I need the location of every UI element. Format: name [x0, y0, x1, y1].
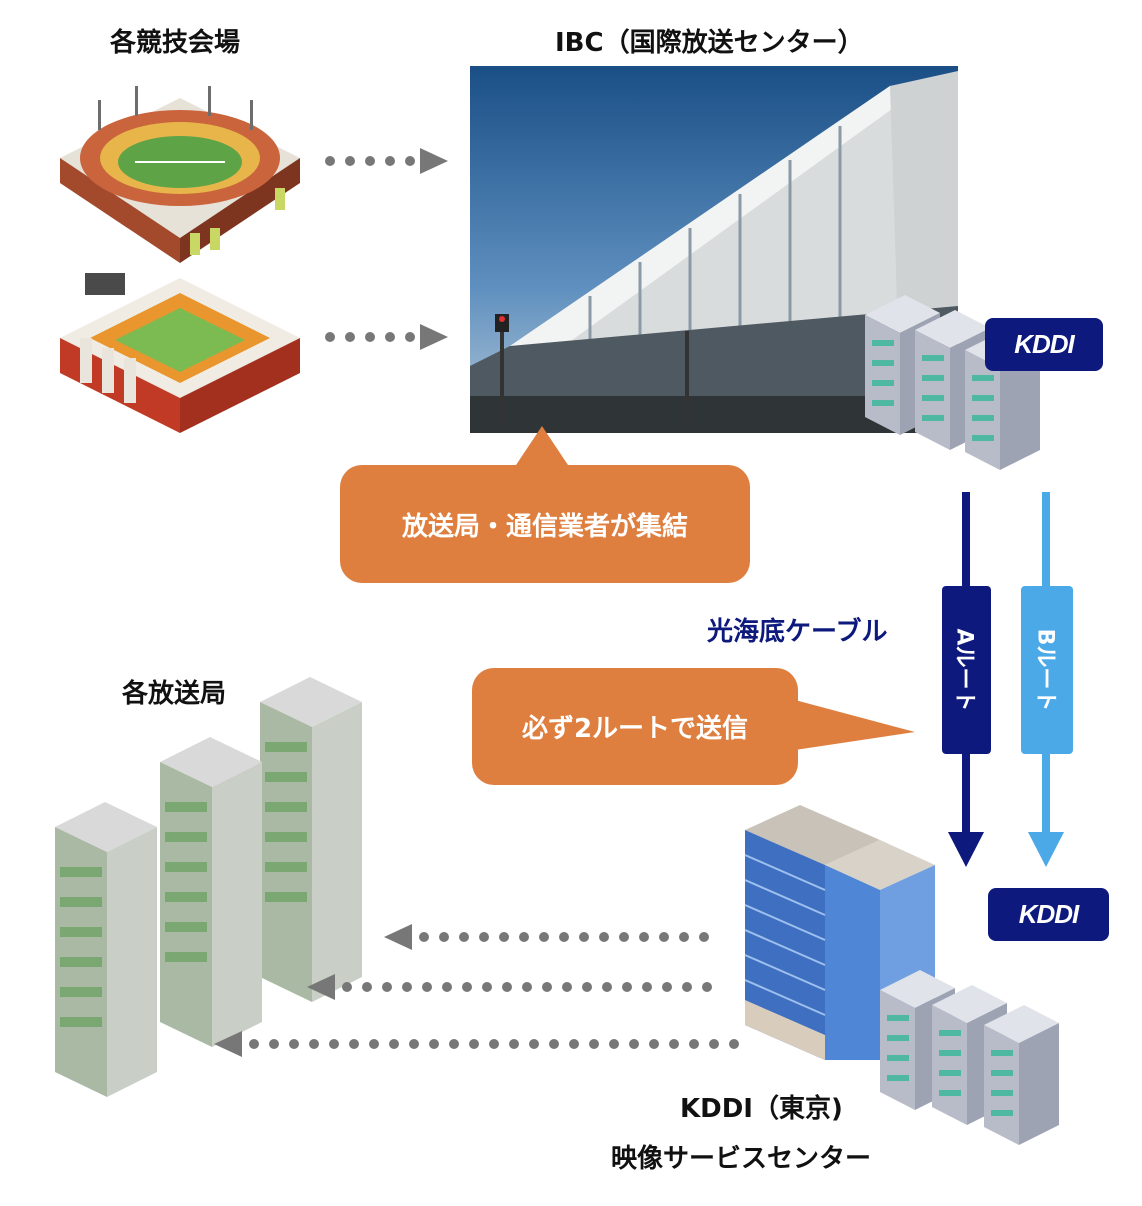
- server-racks-icon: [865, 295, 1040, 470]
- route-b-label: Bルート: [1032, 628, 1057, 712]
- broadcast-arrow-2: [307, 974, 712, 1000]
- kddi-badge-top: KDDI: [985, 318, 1103, 371]
- callout-gather: 放送局・通信業者が集結: [340, 465, 750, 583]
- venues-label: 各競技会場: [110, 28, 241, 58]
- broadcast-arrow-1: [384, 924, 709, 950]
- route-a-pill: Aルート: [942, 586, 991, 754]
- route-b-pill: Bルート: [1021, 586, 1073, 754]
- route-a-label: Aルート: [951, 628, 977, 712]
- callout-two-routes-pointer: [795, 700, 915, 750]
- broadcasters-label: 各放送局: [122, 679, 227, 709]
- kddi-badge-bottom: KDDI: [988, 888, 1109, 941]
- kddi-tokyo-label-1: KDDI（東京): [680, 1094, 843, 1124]
- ibc-label: IBC（国際放送センター）: [555, 28, 864, 58]
- ibc-photo: [470, 66, 958, 433]
- callout-gather-pointer: [512, 426, 572, 471]
- broadcast-arrow-3: [214, 1031, 739, 1057]
- cable-label: 光海底ケーブル: [707, 617, 888, 647]
- callout-two-routes: 必ず2ルートで送信: [472, 668, 798, 785]
- kddi-tokyo-label-2: 映像サービスセンター: [611, 1144, 872, 1174]
- venue-arrow-2: [325, 324, 448, 350]
- kddi-tokyo-building-icon: [744, 805, 935, 1060]
- stadium-round-icon: [60, 86, 300, 263]
- venue-arrow-1: [325, 148, 448, 174]
- server-racks-bottom-icon: [880, 970, 1059, 1145]
- stadium-rect-icon: [60, 273, 300, 433]
- broadcaster-buildings-icon: [55, 677, 362, 1097]
